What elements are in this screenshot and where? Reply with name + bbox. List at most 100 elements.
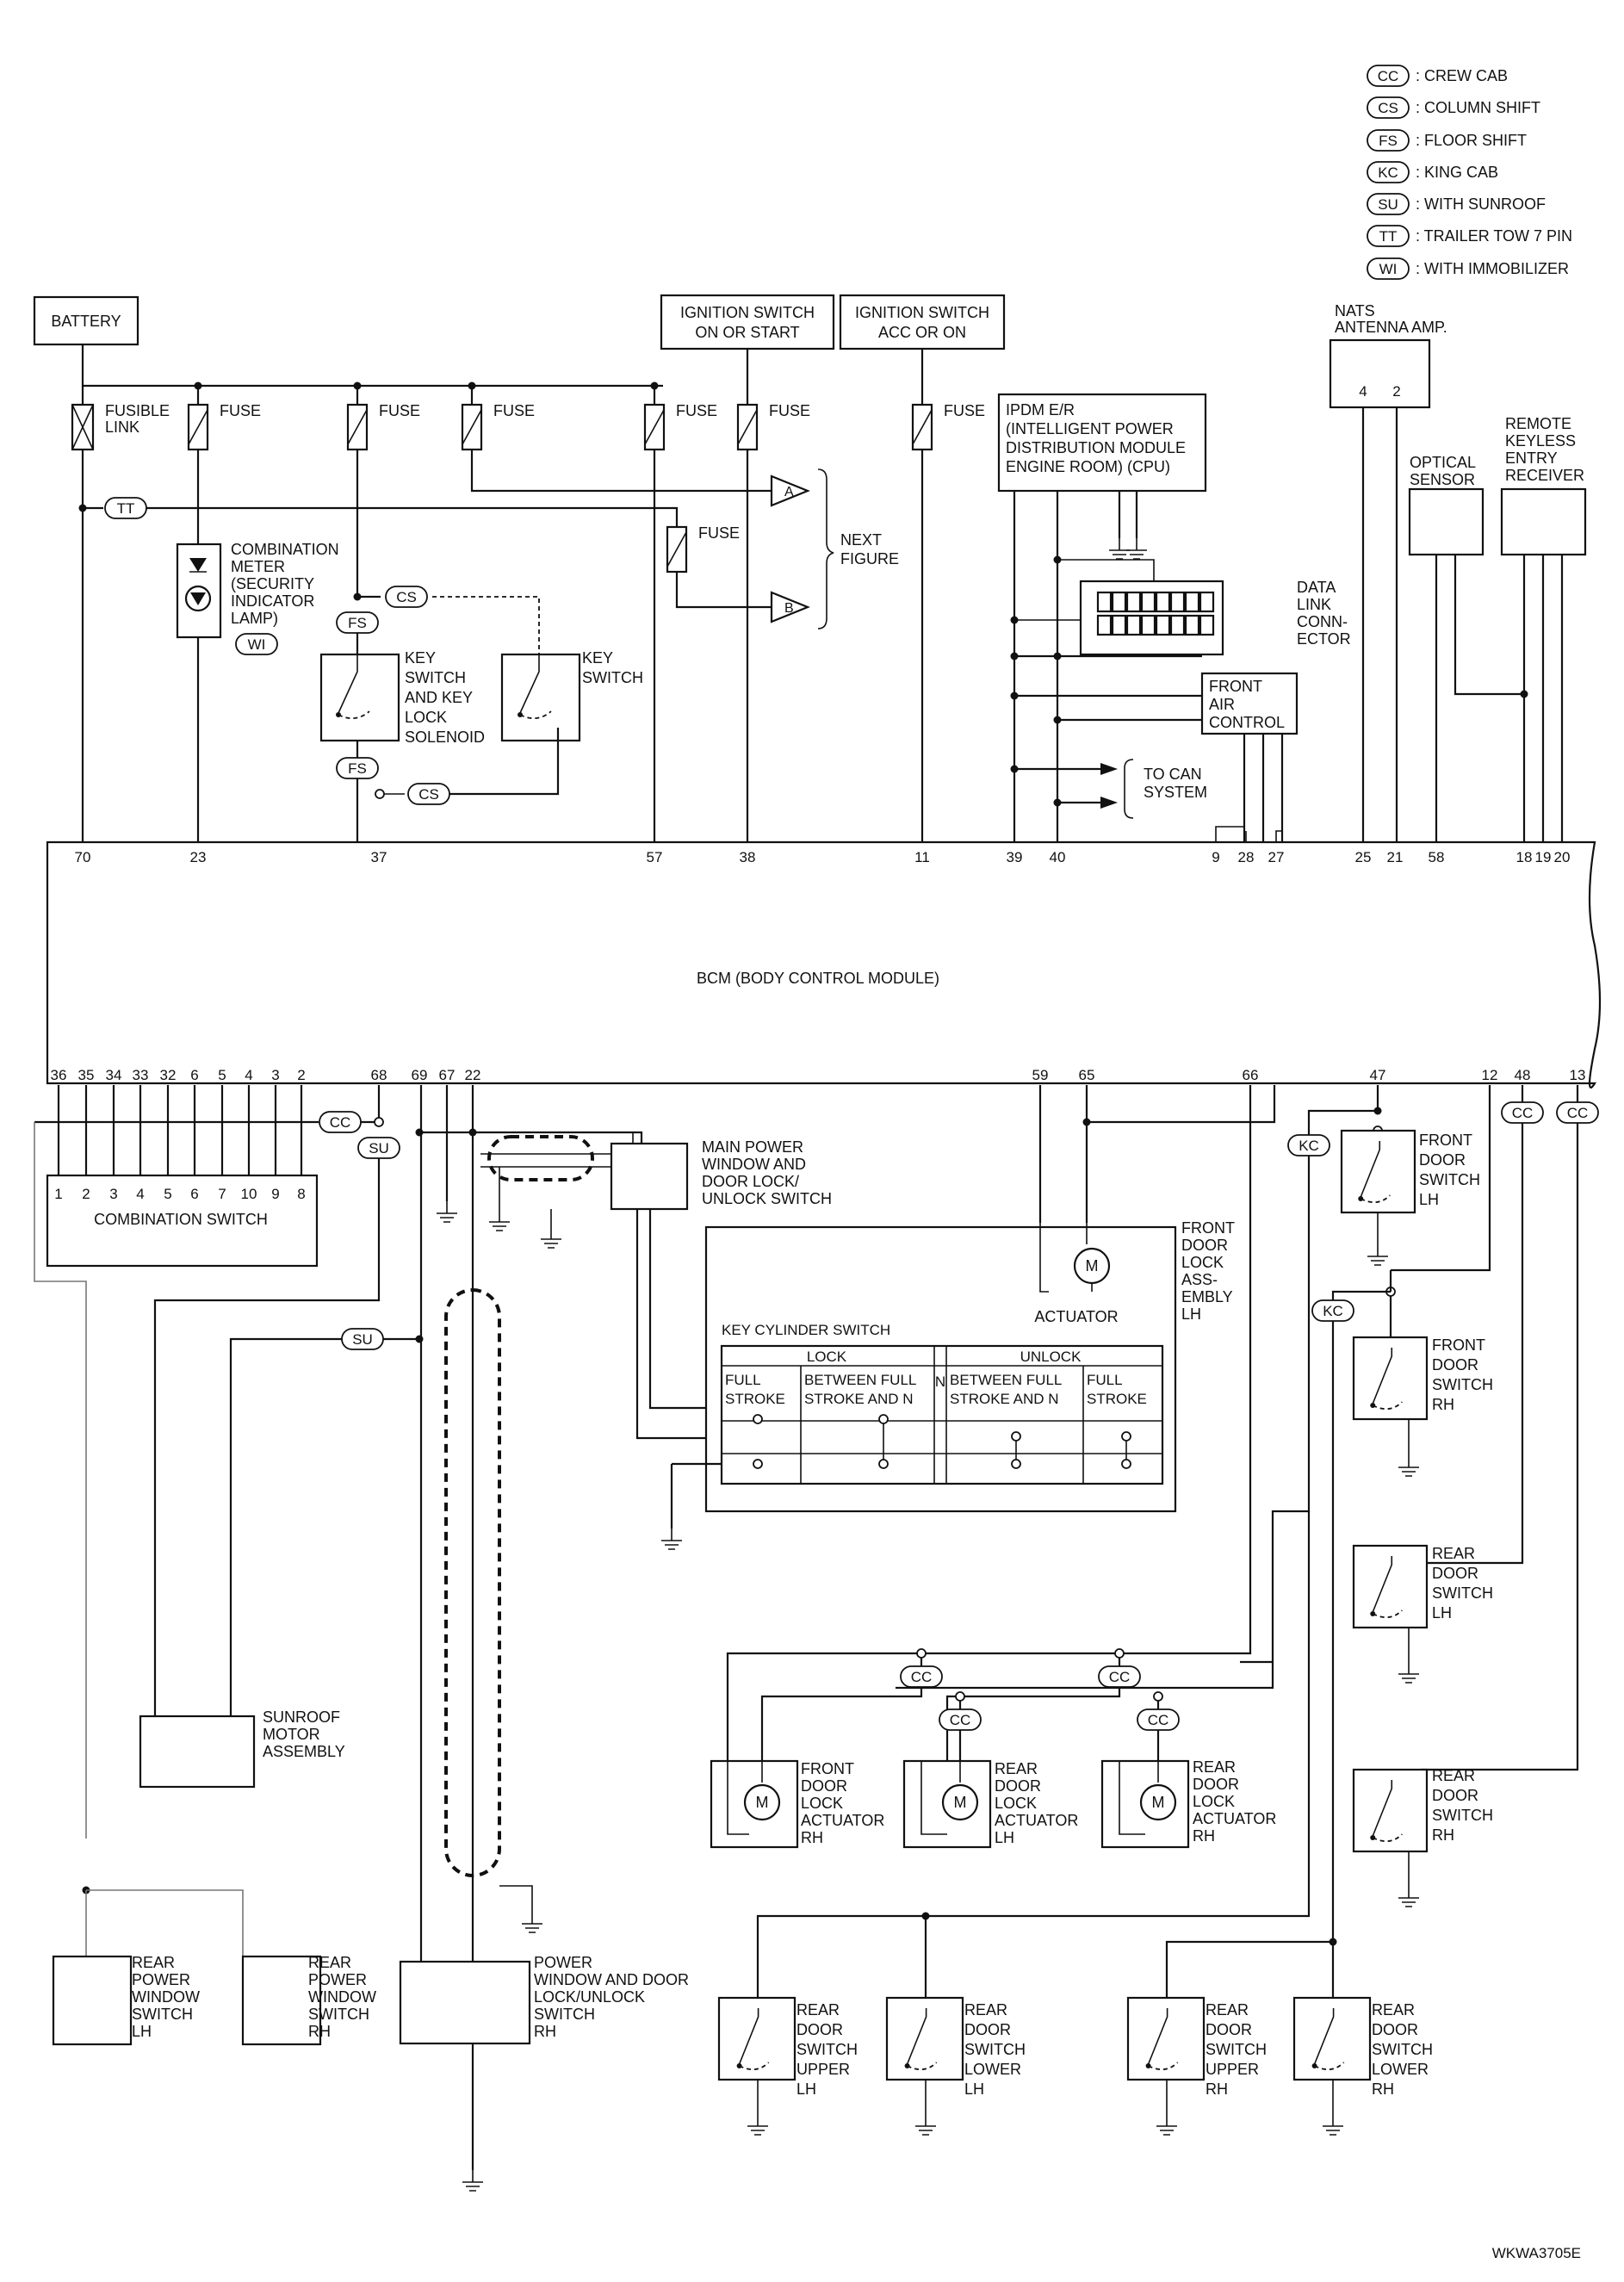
next-figure-brace xyxy=(817,468,834,629)
rear-pw-lh-label-line: WINDOW xyxy=(132,1988,200,2006)
option-pill xyxy=(385,586,428,608)
combination-meter-label-line: METER xyxy=(231,558,285,575)
option-code: SU xyxy=(352,1331,373,1348)
motor-label: M xyxy=(756,1794,769,1811)
switch-contact xyxy=(738,2008,759,2065)
key-switch-label-line: KEY xyxy=(582,649,613,667)
front-door-switch-lh-box xyxy=(1340,1129,1416,1214)
wire xyxy=(727,1761,763,1835)
rds-upper-rh-label-line: UPPER xyxy=(1206,2061,1259,2078)
to-can-label-line: TO CAN xyxy=(1144,766,1202,783)
bcm-label: BCM (BODY CONTROL MODULE) xyxy=(697,970,939,987)
optical-sensor-box xyxy=(1408,487,1485,556)
dlc-terminal xyxy=(1184,614,1200,636)
motor-icon xyxy=(1139,1783,1177,1821)
wire xyxy=(499,1885,533,1912)
legend-text: : WITH IMMOBILIZER xyxy=(1416,260,1569,277)
rear-door-lock-lh-label-line: ACTUATOR xyxy=(995,1812,1078,1829)
su-tag-mid: SU xyxy=(341,1328,384,1350)
bcm-pin-top: 20 xyxy=(1554,849,1571,865)
wire-tt xyxy=(146,506,679,527)
wire xyxy=(1087,1085,1276,1124)
legend-text: : WITH SUNROOF xyxy=(1416,195,1546,213)
bcm-pin-bottom: 65 xyxy=(1079,1067,1095,1083)
combination-meter-label-line: (SECURITY xyxy=(231,575,314,592)
rear-door-switch-rh-box xyxy=(1352,1768,1429,1853)
arrow-b xyxy=(770,591,810,623)
dlc-terminal xyxy=(1155,614,1171,636)
rear-door-switch-upper-rh-box xyxy=(1126,1996,1206,2081)
front-door-switch-rh-label-line: FRONT xyxy=(1432,1336,1485,1354)
kc-tag-2: KC xyxy=(1311,1299,1354,1322)
option-code: CS xyxy=(418,786,439,803)
rds-lower-lh-label-line: DOOR xyxy=(964,2021,1011,2038)
rear-pw-rh-label-line: REAR xyxy=(308,1954,351,1971)
option-code: CC xyxy=(330,1114,351,1131)
legend-code-CC: CC xyxy=(1367,65,1410,87)
to-can-label-line: SYSTEM xyxy=(1144,784,1207,801)
cc-tag-a: CC xyxy=(939,1708,982,1731)
data-link-label-line: LINK xyxy=(1297,596,1331,613)
actuator-label: ACTUATOR xyxy=(1034,1308,1118,1325)
option-pill xyxy=(1367,129,1410,152)
ground-symbol xyxy=(661,1540,682,1550)
nats-label-line: NATS xyxy=(1335,302,1375,319)
fuse-label: FUSE xyxy=(698,524,740,542)
connector-dot xyxy=(1153,1691,1163,1702)
option-code: KC xyxy=(1299,1138,1319,1154)
rds-upper-lh-label-line: UPPER xyxy=(797,2061,850,2078)
wire xyxy=(920,1761,961,1835)
wire xyxy=(670,1462,722,1529)
ipdm-label-line: ENGINE ROOM) (CPU) xyxy=(1006,458,1170,475)
comb-switch-pin: 7 xyxy=(218,1186,226,1202)
kc-col-head: FULL xyxy=(1087,1372,1123,1388)
rds-lower-rh-label-line: LOWER xyxy=(1372,2061,1429,2078)
cc-tag-b: CC xyxy=(1137,1708,1180,1731)
option-code: FS xyxy=(348,615,367,631)
combination-meter-label-line: COMBINATION xyxy=(231,541,339,558)
wire xyxy=(338,710,370,720)
sunroof-motor-label-line: SUNROOF xyxy=(263,1708,340,1726)
dlc-terminal xyxy=(1169,614,1186,636)
nats-pin: 4 xyxy=(1359,383,1367,400)
data-link-label-line: ECTOR xyxy=(1297,630,1351,648)
key-switch-solenoid-label-line: KEY xyxy=(405,649,436,667)
switch-contact xyxy=(1372,1780,1393,1837)
front-door-lock-lh-label-line: ASS- xyxy=(1181,1271,1218,1288)
ground-symbol xyxy=(1398,1897,1419,1907)
wire xyxy=(361,1085,381,1124)
wire xyxy=(756,1511,1311,1998)
ground-symbol xyxy=(747,2125,768,2136)
key-cylinder-title: KEY CYLINDER SWITCH xyxy=(722,1322,890,1338)
switch-contact xyxy=(1147,2008,1168,2065)
bcm-pin-top: 18 xyxy=(1516,849,1533,865)
comb-switch-label: COMBINATION SWITCH xyxy=(94,1211,268,1228)
option-code: TT xyxy=(117,500,135,517)
lock-header: LOCK xyxy=(807,1349,847,1365)
bcm-pin-bottom: 4 xyxy=(245,1067,252,1083)
cc-tag-rdl-rh: CC xyxy=(1098,1665,1141,1688)
rke-label-line: REMOTE xyxy=(1505,415,1571,432)
combination-meter-label-line: INDICATOR xyxy=(231,592,314,610)
option-code: FS xyxy=(1379,133,1398,149)
dlc-terminal xyxy=(1199,614,1215,636)
legend-code-KC: KC xyxy=(1367,161,1410,183)
dlc-terminal xyxy=(1125,591,1142,613)
junction-dot xyxy=(1520,690,1528,698)
switch-linkage xyxy=(1372,1401,1403,1411)
option-pill xyxy=(235,633,278,655)
wire xyxy=(519,654,540,714)
wire xyxy=(519,710,552,720)
switch-contact xyxy=(906,2008,927,2065)
rear-door-switch-lh-label-line: DOOR xyxy=(1432,1565,1478,1582)
cc-tag-48: CC xyxy=(1501,1101,1544,1124)
fuse-element xyxy=(666,531,687,567)
rke-label-line: ENTRY xyxy=(1505,450,1558,467)
ign-acc-on-box xyxy=(839,294,1006,350)
tt-tag: TT xyxy=(104,497,147,519)
legend-text: : KING CAB xyxy=(1416,164,1498,181)
rds-upper-lh-label-line: LH xyxy=(797,2080,816,2098)
ipdm-box xyxy=(997,393,1207,493)
motor-icon xyxy=(941,1783,979,1821)
wire-gray-rear-lh xyxy=(34,1122,87,1839)
